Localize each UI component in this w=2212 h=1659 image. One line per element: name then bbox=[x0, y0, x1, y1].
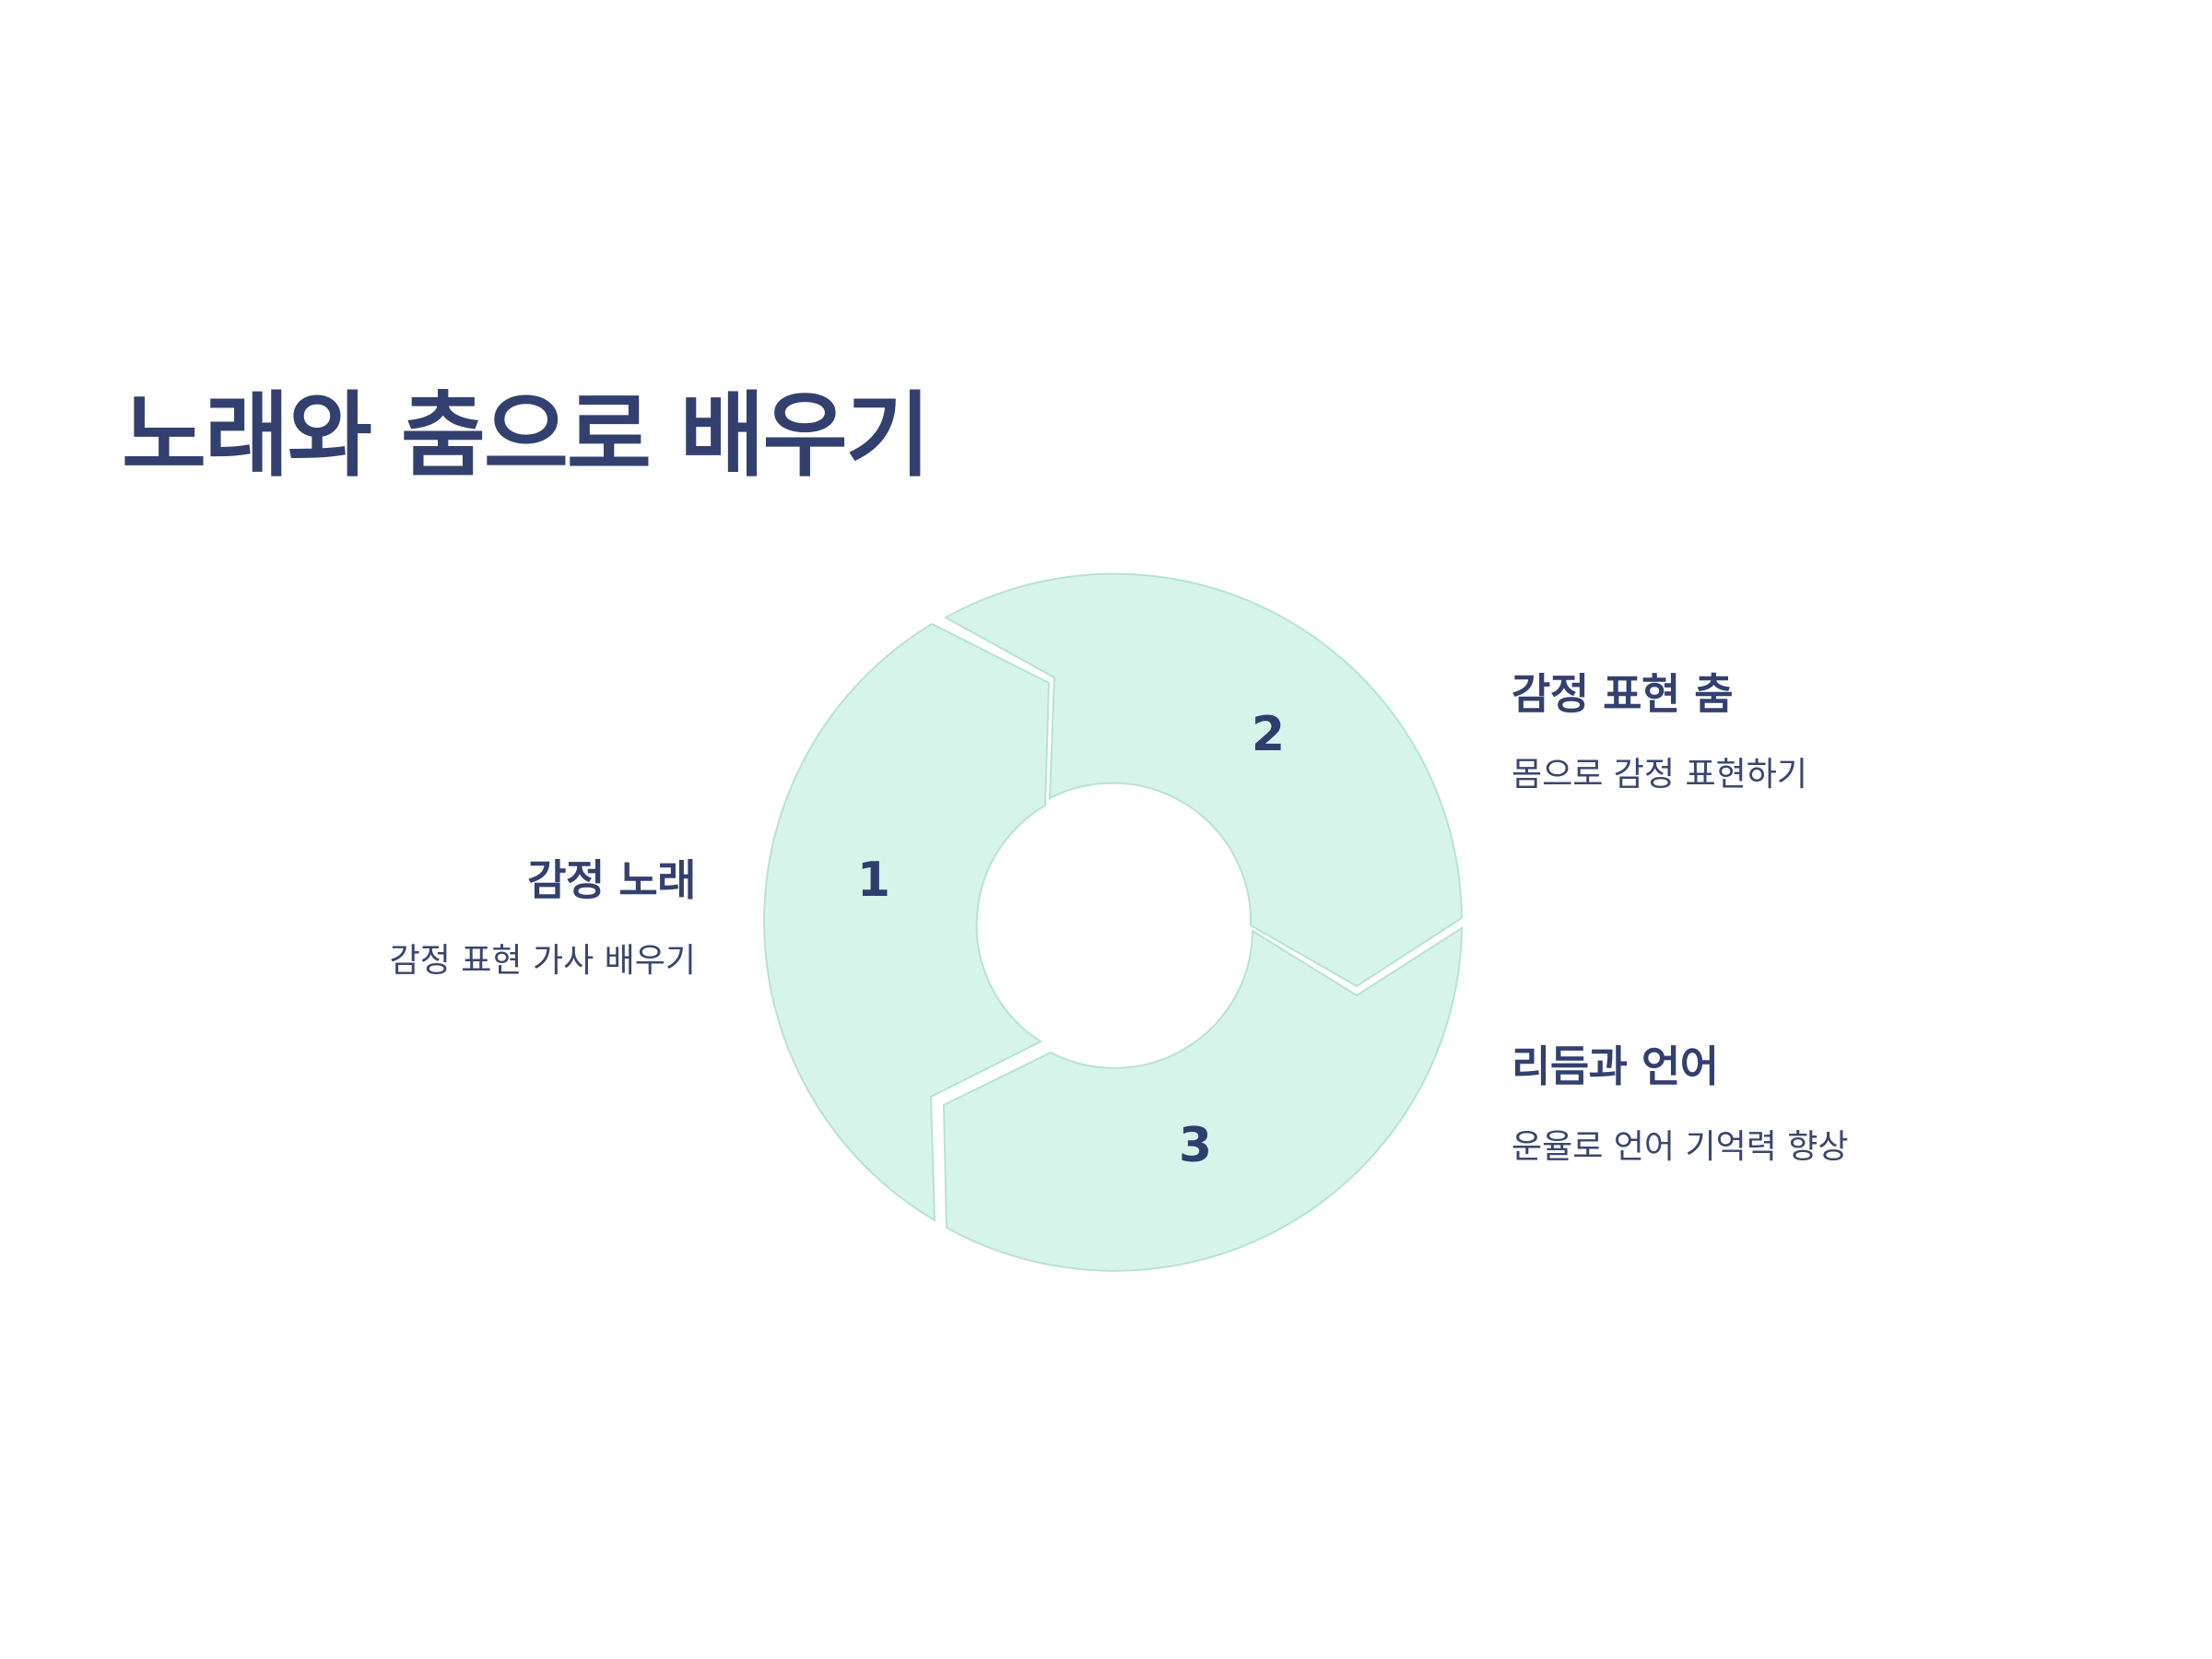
step-label-1: 감정 노래 감정 표현 가사 배우기 bbox=[180, 855, 697, 981]
step-heading: 감정 표현 춤 bbox=[1512, 669, 1734, 719]
step-number-3: 3 bbox=[1179, 1118, 1212, 1173]
step-description: 감정 표현 가사 배우기 bbox=[389, 942, 696, 981]
step-label-3: 리듬과 언어 운율로 언어 기억력 향상 bbox=[1512, 1041, 2028, 1167]
step-description: 몸으로 감정 표현하기 bbox=[1512, 756, 1807, 794]
step-heading: 리듬과 언어 bbox=[1512, 1041, 1719, 1091]
step-number-2: 2 bbox=[1252, 707, 1285, 762]
step-label-2: 감정 표현 춤 몸으로 감정 표현하기 bbox=[1512, 669, 2028, 794]
page-title: 노래와 춤으로 배우기 bbox=[122, 382, 931, 489]
cycle-segment-3 bbox=[942, 926, 1464, 1272]
step-heading: 감정 노래 bbox=[527, 855, 696, 905]
step-description: 운율로 언어 기억력 향상 bbox=[1512, 1128, 1849, 1167]
step-number-1: 1 bbox=[857, 853, 890, 908]
cycle-segment-2 bbox=[943, 572, 1464, 988]
cycle-segment-1 bbox=[763, 622, 1051, 1222]
